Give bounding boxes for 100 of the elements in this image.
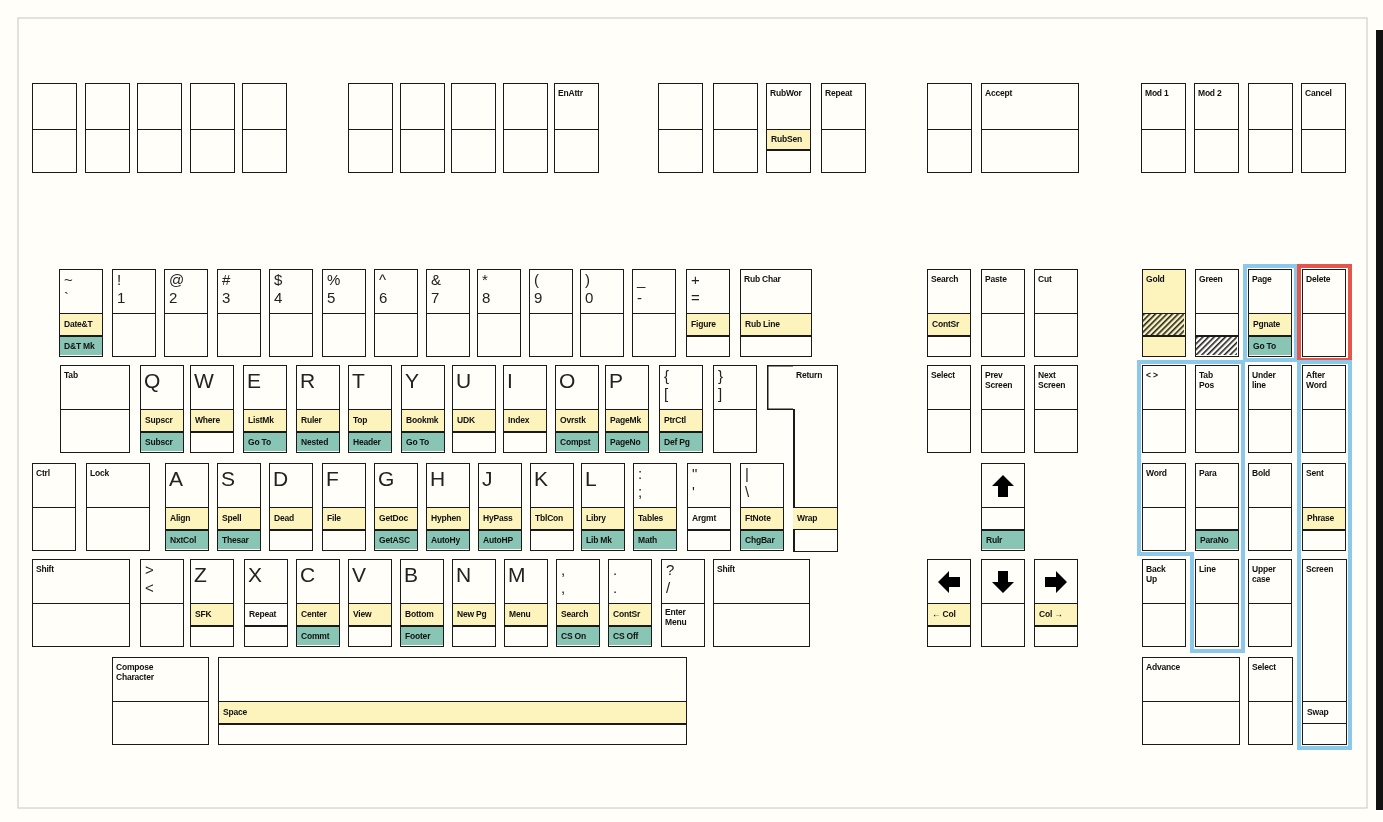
function-label: Rub Line bbox=[741, 314, 811, 335]
key-character: ~ bbox=[64, 272, 73, 288]
keyboard-key bbox=[269, 269, 313, 357]
keyboard-key bbox=[217, 269, 261, 357]
keyboard-key bbox=[687, 463, 731, 551]
function-label: Tables bbox=[634, 508, 676, 529]
function-label: Hyphen bbox=[427, 508, 469, 529]
keyboard-key bbox=[1194, 83, 1239, 173]
function-label: Search bbox=[557, 604, 599, 625]
keyboard-key bbox=[661, 559, 705, 647]
keyboard-key bbox=[322, 463, 366, 551]
key-letter: H bbox=[430, 468, 446, 490]
keyboard-key bbox=[556, 559, 600, 647]
function-label: HyPass bbox=[479, 508, 521, 529]
key-letter: G bbox=[378, 468, 395, 490]
function-label: Where bbox=[191, 410, 233, 431]
key-letter: J bbox=[482, 468, 493, 490]
keyboard-key bbox=[400, 559, 444, 647]
key-letter: E bbox=[247, 370, 261, 392]
key-letter: W bbox=[194, 370, 214, 392]
keyboard-key bbox=[59, 269, 103, 357]
function-label: FtNote bbox=[741, 508, 783, 529]
function-label: Center bbox=[297, 604, 339, 625]
key-label: < > bbox=[1146, 370, 1158, 380]
keyboard-key bbox=[140, 365, 184, 453]
key-label: Paste bbox=[985, 274, 1007, 284]
key-letter: I bbox=[507, 370, 513, 392]
key-character: + bbox=[691, 272, 700, 288]
keyboard-key bbox=[529, 269, 573, 357]
function-label: Bottom bbox=[401, 604, 443, 625]
key-label: Cut bbox=[1038, 274, 1052, 284]
keyboard-key bbox=[374, 269, 418, 357]
keyboard-key bbox=[1302, 365, 1346, 453]
keyboard-key bbox=[1248, 657, 1293, 745]
keyboard-key bbox=[1248, 463, 1292, 551]
key-label: Shift bbox=[36, 564, 54, 574]
keyboard-key bbox=[766, 83, 811, 173]
function-label: Wrap bbox=[793, 507, 837, 530]
keyboard-key bbox=[426, 463, 470, 551]
keyboard-key bbox=[740, 269, 812, 357]
key-character: ? bbox=[666, 562, 675, 578]
keyboard-key bbox=[190, 559, 234, 647]
keyboard-key bbox=[1142, 463, 1186, 551]
key-character: ! bbox=[117, 272, 122, 288]
keyboard-key bbox=[322, 269, 366, 357]
function-label: PtrCtl bbox=[660, 410, 702, 431]
function-label: Top bbox=[349, 410, 391, 431]
function-label: Space bbox=[219, 702, 686, 723]
key-character: 8 bbox=[482, 290, 491, 306]
keyboard-key bbox=[140, 559, 184, 647]
function-label: Figure bbox=[687, 314, 729, 335]
keyboard-key bbox=[348, 365, 392, 453]
keyboard-key bbox=[927, 83, 972, 173]
key-label: Para bbox=[1199, 468, 1217, 478]
keyboard-key bbox=[165, 463, 209, 551]
key-character: < bbox=[145, 580, 154, 596]
key-label: Search bbox=[931, 274, 959, 284]
key-character: / bbox=[666, 580, 671, 596]
keyboard-key bbox=[1142, 559, 1186, 647]
keyboard-key bbox=[981, 83, 1079, 173]
keyboard-key bbox=[581, 463, 625, 551]
keyboard-key bbox=[1034, 365, 1078, 453]
key-character: 2 bbox=[169, 290, 178, 306]
keyboard-key bbox=[32, 83, 77, 173]
key-label: Advance bbox=[1146, 662, 1181, 672]
keyboard-key bbox=[348, 83, 393, 173]
key-character: # bbox=[222, 272, 231, 288]
key-character: $ bbox=[274, 272, 283, 288]
key-label: Lock bbox=[90, 468, 110, 478]
key-letter: C bbox=[300, 564, 316, 586]
key-letter: T bbox=[352, 370, 365, 392]
function-label: Spell bbox=[218, 508, 260, 529]
key-label: Shift bbox=[717, 564, 735, 574]
keyboard-key bbox=[981, 463, 1025, 551]
key-character: ) bbox=[585, 272, 590, 288]
key-character: ] bbox=[718, 386, 723, 402]
keyboard-key bbox=[164, 269, 208, 357]
key-character: , bbox=[561, 580, 566, 596]
keyboard-key bbox=[1248, 559, 1292, 647]
key-label: Green bbox=[1199, 274, 1223, 284]
key-character: 6 bbox=[379, 290, 388, 306]
function-label: Index bbox=[504, 410, 546, 431]
keyboard-key bbox=[981, 365, 1025, 453]
function-label: New Pg bbox=[453, 604, 495, 625]
key-label: Prev Screen bbox=[985, 370, 1013, 390]
keyboard-key bbox=[86, 463, 150, 551]
keyboard-key bbox=[1034, 269, 1078, 357]
key-character: ` bbox=[64, 290, 69, 306]
key-character: 4 bbox=[274, 290, 283, 306]
keyboard-key bbox=[981, 559, 1025, 647]
keyboard-key bbox=[296, 559, 340, 647]
keyboard-key bbox=[190, 365, 234, 453]
key-letter: V bbox=[352, 564, 366, 586]
key-character: 5 bbox=[327, 290, 336, 306]
keyboard-key bbox=[713, 83, 758, 173]
function-label: Align bbox=[166, 508, 208, 529]
function-label: Argmt bbox=[691, 512, 718, 525]
function-label: Libry bbox=[582, 508, 624, 529]
key-character: } bbox=[718, 368, 723, 384]
key-label: Line bbox=[1199, 564, 1216, 574]
